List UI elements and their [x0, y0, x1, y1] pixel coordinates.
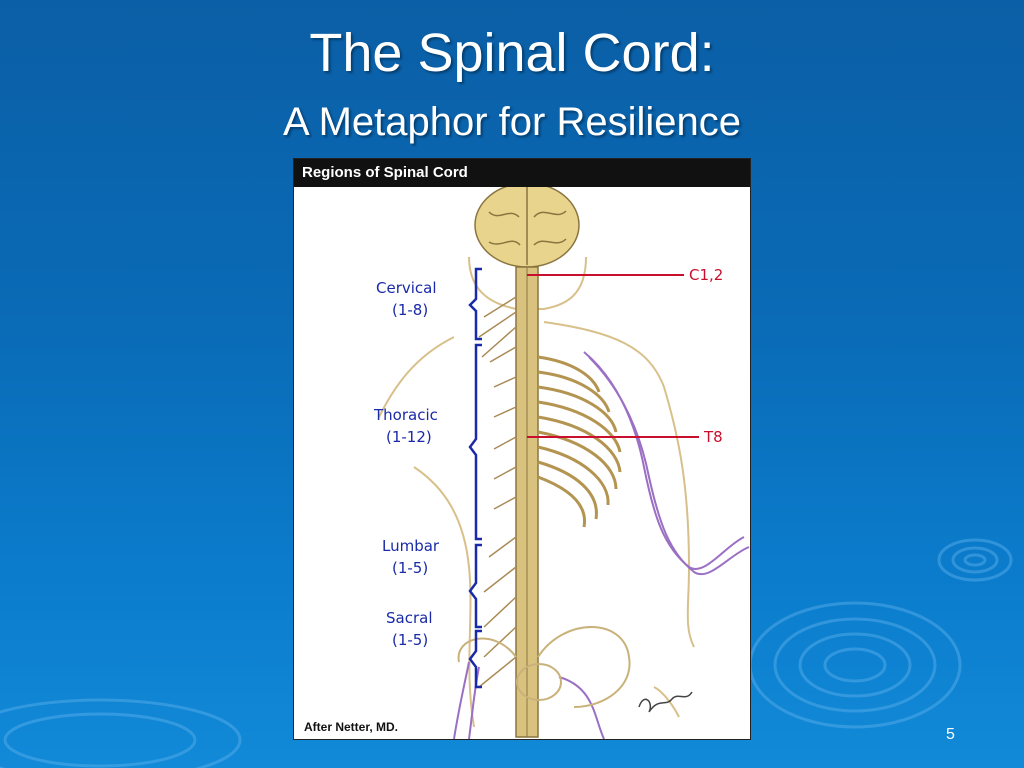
region-brackets [468, 267, 482, 689]
left-nerves [478, 296, 517, 688]
marker-lines [527, 274, 699, 438]
region-range-lumbar: (1-5) [392, 559, 428, 577]
region-label-sacral: Sacral [386, 609, 433, 627]
region-range-sacral: (1-5) [392, 631, 428, 649]
region-label-lumbar: Lumbar [382, 537, 440, 555]
slide-title: The Spinal Cord: [309, 23, 715, 83]
ribs [537, 355, 622, 528]
marker-label-t8: T8 [703, 428, 723, 446]
figure-header: Regions of Spinal Cord [294, 159, 750, 187]
figure-credit: After Netter, MD. [304, 720, 398, 734]
peripheral-nerves [453, 351, 750, 739]
spinal-cord-illustration: Cervical (1-8) Thoracic (1-12) Lumbar (1… [304, 187, 750, 739]
artist-signature [638, 691, 693, 713]
brain [474, 187, 580, 268]
region-range-cervical: (1-8) [392, 301, 428, 319]
page-number: 5 [946, 726, 955, 743]
slide-subtitle: A Metaphor for Resilience [282, 100, 741, 144]
spinal-column [515, 266, 539, 738]
marker-label-c12: C1,2 [689, 266, 723, 284]
spinal-cord-figure: Regions of Spinal Cord [293, 158, 751, 740]
region-label-cervical: Cervical [376, 279, 437, 297]
region-range-thoracic: (1-12) [386, 428, 432, 446]
pelvis [457, 626, 631, 708]
region-label-thoracic: Thoracic [373, 406, 438, 424]
